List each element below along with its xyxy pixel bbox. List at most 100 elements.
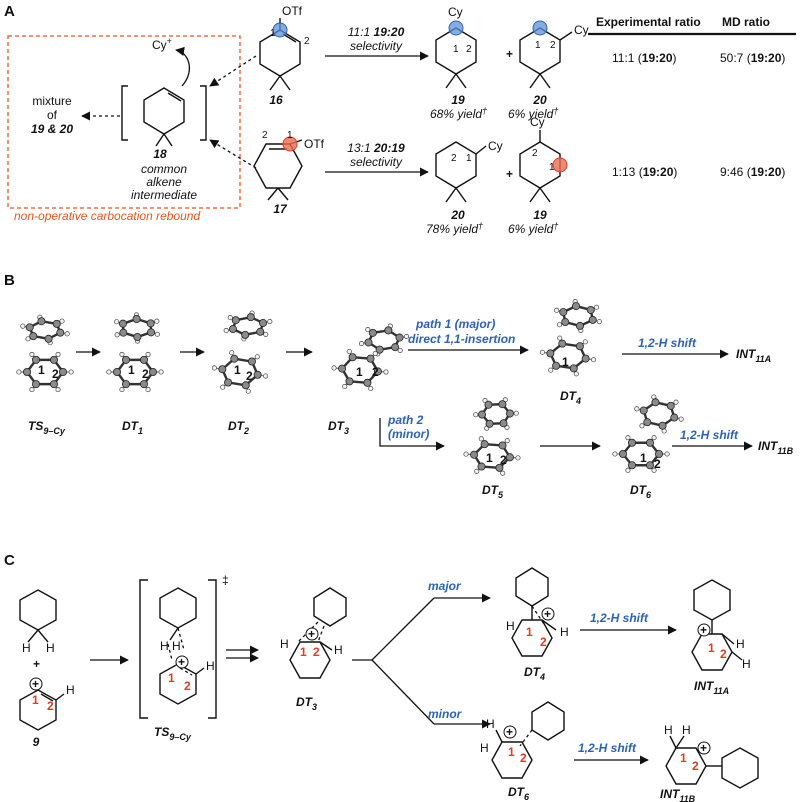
prod-20-top-num: 20 bbox=[532, 93, 547, 107]
carbon-atom bbox=[118, 319, 127, 328]
carbon-atom bbox=[231, 316, 240, 325]
hydrogen-atom bbox=[342, 383, 348, 390]
carbon-atom bbox=[345, 377, 354, 386]
c-ts-structure bbox=[159, 587, 205, 705]
cmpd-17-label: 17 bbox=[273, 202, 288, 216]
selectivity-2-ratio: 13:1 20:19 bbox=[347, 141, 405, 155]
b-dt1-n1: 1 bbox=[128, 363, 135, 377]
c-int11b-h2: H bbox=[682, 723, 691, 737]
carbon-atom bbox=[485, 419, 494, 428]
carbon-atom bbox=[25, 323, 34, 332]
carbon-atom bbox=[364, 338, 373, 347]
b-path2-line2: (minor) bbox=[388, 427, 429, 441]
c-dt4-n2: 2 bbox=[540, 635, 547, 649]
cy-19-bottom: Cy bbox=[530, 115, 545, 129]
hydrogen-atom bbox=[211, 365, 217, 371]
c-cmpd-9: 9 bbox=[33, 735, 40, 749]
product-19-bottom bbox=[519, 130, 568, 203]
b-dt6-n2: 2 bbox=[654, 457, 661, 471]
c-dt4-structure bbox=[511, 567, 557, 657]
b-label-dt5: DT5 bbox=[482, 483, 504, 500]
carbon-atom bbox=[559, 308, 568, 317]
hydrogen-atom bbox=[254, 354, 260, 360]
cmpd-18-label: 18 bbox=[153, 147, 167, 161]
b-label-dt1: DT1 bbox=[122, 419, 143, 436]
hydrogen-atom bbox=[634, 406, 640, 412]
hydrogen-atom bbox=[106, 369, 112, 375]
carbon-atom bbox=[247, 357, 256, 366]
carbon-atom bbox=[52, 319, 61, 328]
carbon-atom bbox=[646, 461, 654, 470]
carbon-atom bbox=[575, 321, 584, 330]
carbon-atom bbox=[224, 378, 233, 387]
carbon-atom bbox=[395, 333, 404, 342]
carbon-atom bbox=[373, 367, 382, 376]
cy-19-top: Cy bbox=[448, 5, 463, 19]
carbon-atom bbox=[363, 378, 372, 387]
b-dt6-n1: 1 bbox=[640, 451, 647, 465]
table-row2-exp: 1:13 (19:20) bbox=[612, 165, 677, 179]
pos1-19-top: 1 bbox=[453, 44, 459, 55]
b-dt5-n1: 1 bbox=[486, 451, 493, 465]
c-dt3-structure bbox=[289, 587, 347, 679]
pos1-17: 1 bbox=[287, 130, 293, 141]
model-dt3 bbox=[331, 323, 410, 392]
carbon-atom bbox=[581, 354, 590, 363]
table-row1-md: 50:7 (19:20) bbox=[720, 51, 785, 65]
carbon-atom bbox=[50, 355, 58, 364]
otf-17: OTf bbox=[304, 137, 325, 151]
c-int11b-n2: 2 bbox=[692, 759, 699, 773]
hydrogen-atom bbox=[263, 373, 269, 379]
c-9-charge: + bbox=[32, 677, 39, 691]
hydrogen-atom bbox=[358, 340, 365, 347]
hydrogen-atom bbox=[59, 318, 65, 324]
c-dt6-label: DT6 bbox=[508, 785, 530, 802]
b-shift1: 1,2-H shift bbox=[638, 336, 697, 350]
b-label-dt3: DT3 bbox=[328, 419, 349, 436]
hydrogen-atom bbox=[20, 323, 26, 329]
c-ts-dagger: ‡ bbox=[222, 573, 229, 587]
c-ts-h3: H bbox=[206, 659, 215, 673]
pos1-19-bottom: 1 bbox=[549, 162, 555, 173]
mixture-line1: mixture bbox=[32, 94, 72, 108]
carbon-atom bbox=[480, 440, 489, 449]
carbon-atom bbox=[148, 367, 157, 376]
hydrogen-atom bbox=[145, 387, 151, 393]
carbon-atom bbox=[58, 367, 67, 376]
cy-20-top: Cy bbox=[574, 23, 589, 37]
mixture-line3: 19 & 20 bbox=[31, 122, 73, 136]
hydrogen-atom bbox=[229, 350, 235, 356]
hydrogen-atom bbox=[227, 315, 233, 321]
carbon-atom bbox=[140, 380, 148, 389]
intermediate-line2: alkene bbox=[146, 175, 182, 189]
carbon-atom bbox=[375, 345, 384, 354]
hydrogen-atom bbox=[397, 347, 403, 353]
selectivity-1-ratio: 11:1 19:20 bbox=[348, 25, 405, 39]
c-h1: H bbox=[22, 641, 31, 655]
prod-20-top-yield: 6% yield† bbox=[508, 106, 558, 121]
hydrogen-atom bbox=[368, 385, 374, 392]
c-major: major bbox=[428, 579, 462, 593]
carbon-atom bbox=[112, 367, 121, 376]
model-dt1 bbox=[106, 312, 164, 393]
cmpd-16-label: 16 bbox=[269, 93, 283, 107]
plus-top: + bbox=[506, 47, 513, 61]
table-col-experimental: Experimental ratio bbox=[596, 15, 701, 29]
mixture-line2: of bbox=[47, 108, 58, 122]
c-ts-bracket-left bbox=[139, 579, 148, 719]
carbon-atom bbox=[484, 400, 493, 409]
hydrogen-atom bbox=[573, 371, 579, 377]
hydrogen-atom bbox=[25, 336, 31, 342]
b-dt2-n1: 1 bbox=[234, 363, 241, 377]
hydrogen-atom bbox=[29, 387, 35, 393]
carbon-atom bbox=[50, 380, 58, 389]
c-dt4-n1: 1 bbox=[526, 625, 533, 639]
bracket-left bbox=[121, 85, 128, 141]
carbon-atom bbox=[618, 449, 627, 458]
carbon-atom bbox=[498, 441, 507, 450]
b-int11b: INT11B bbox=[758, 439, 794, 456]
c-minor: minor bbox=[428, 707, 463, 721]
hydrogen-atom bbox=[223, 327, 229, 333]
c-dt3-h1: H bbox=[280, 637, 289, 651]
